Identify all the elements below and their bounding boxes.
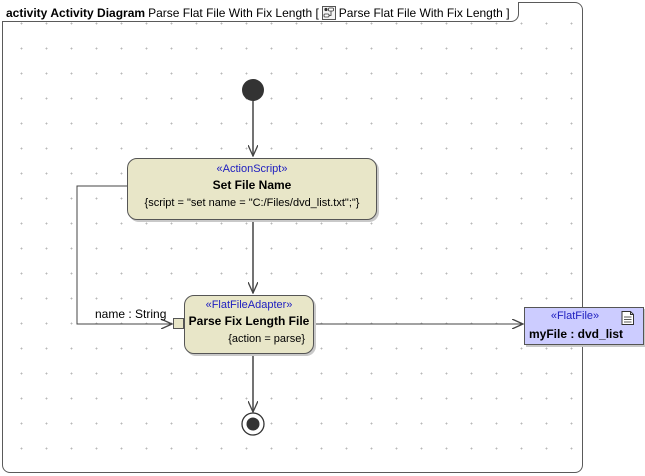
activity-final-node[interactable] bbox=[241, 412, 265, 436]
input-pin[interactable] bbox=[173, 318, 184, 329]
initial-node[interactable] bbox=[242, 79, 264, 101]
object-flow-to-input-pin[interactable] bbox=[76, 185, 172, 324]
action-name: Set File Name bbox=[212, 178, 292, 192]
note-icon bbox=[621, 311, 635, 325]
frame-title: Parse Flat File With Fix Length [ bbox=[148, 5, 319, 20]
frame-header: activity Activity Diagram Parse Flat Fil… bbox=[2, 2, 519, 22]
stereotype-label: «FlatFileAdapter» bbox=[205, 299, 293, 311]
object-node-my-file[interactable]: «FlatFile» myFile : dvd_list bbox=[524, 307, 644, 345]
frame-reference: Parse Flat File With Fix Length ] bbox=[338, 5, 510, 20]
action-name: Parse Fix Length File bbox=[188, 314, 310, 328]
frame-keyword: activity bbox=[6, 5, 48, 20]
action-set-file-name[interactable]: «ActionScript» Set File Name {script = "… bbox=[127, 158, 377, 220]
object-name: myFile : dvd_list bbox=[529, 327, 624, 341]
diagram-frame bbox=[2, 2, 583, 473]
stereotype-label: «ActionScript» bbox=[216, 163, 288, 175]
action-parse-fix-length-file[interactable]: «FlatFileAdapter» Parse Fix Length File … bbox=[184, 295, 314, 354]
tagged-value: {script = "set name = "C:/Files/dvd_list… bbox=[144, 197, 360, 209]
input-pin-label: name : String bbox=[95, 307, 167, 321]
stereotype-label: «FlatFile» bbox=[550, 310, 600, 322]
tagged-value: {action = parse} bbox=[228, 333, 305, 345]
frame-diagram-type: Activity Diagram bbox=[50, 5, 146, 20]
activity-diagram-icon[interactable] bbox=[321, 5, 336, 20]
